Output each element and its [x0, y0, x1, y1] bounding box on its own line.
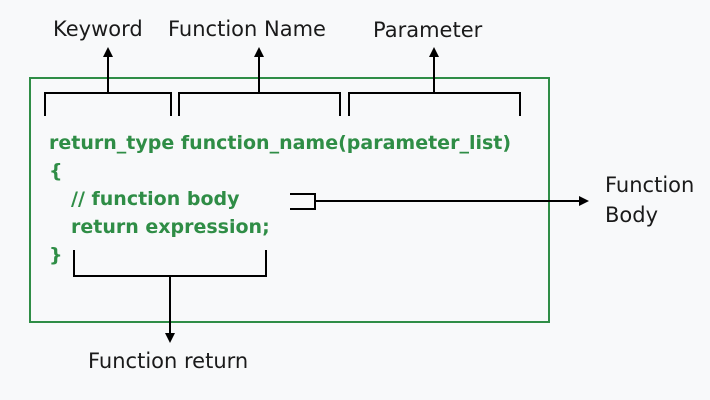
code-signature: return_type function_name(parameter_list… [49, 132, 512, 154]
function-name-bracket [178, 47, 341, 116]
function-body-label-line1: Function [605, 173, 695, 197]
function-body-bracket [290, 193, 589, 210]
function-body-label-line2: Body [605, 203, 659, 227]
code-return-line: return expression; [71, 216, 270, 238]
function-return-label: Function return [88, 349, 249, 373]
code-close-brace: } [49, 244, 63, 266]
code-comment: // function body [71, 188, 240, 210]
keyword-label: Keyword [53, 17, 143, 41]
function-return-bracket [73, 250, 267, 343]
code-open-brace: { [49, 160, 63, 182]
parameter-bracket [348, 47, 521, 116]
parameter-label: Parameter [373, 18, 483, 42]
function-name-label: Function Name [168, 17, 326, 41]
keyword-bracket [44, 47, 172, 116]
function-body-label: Function Body [605, 170, 694, 230]
